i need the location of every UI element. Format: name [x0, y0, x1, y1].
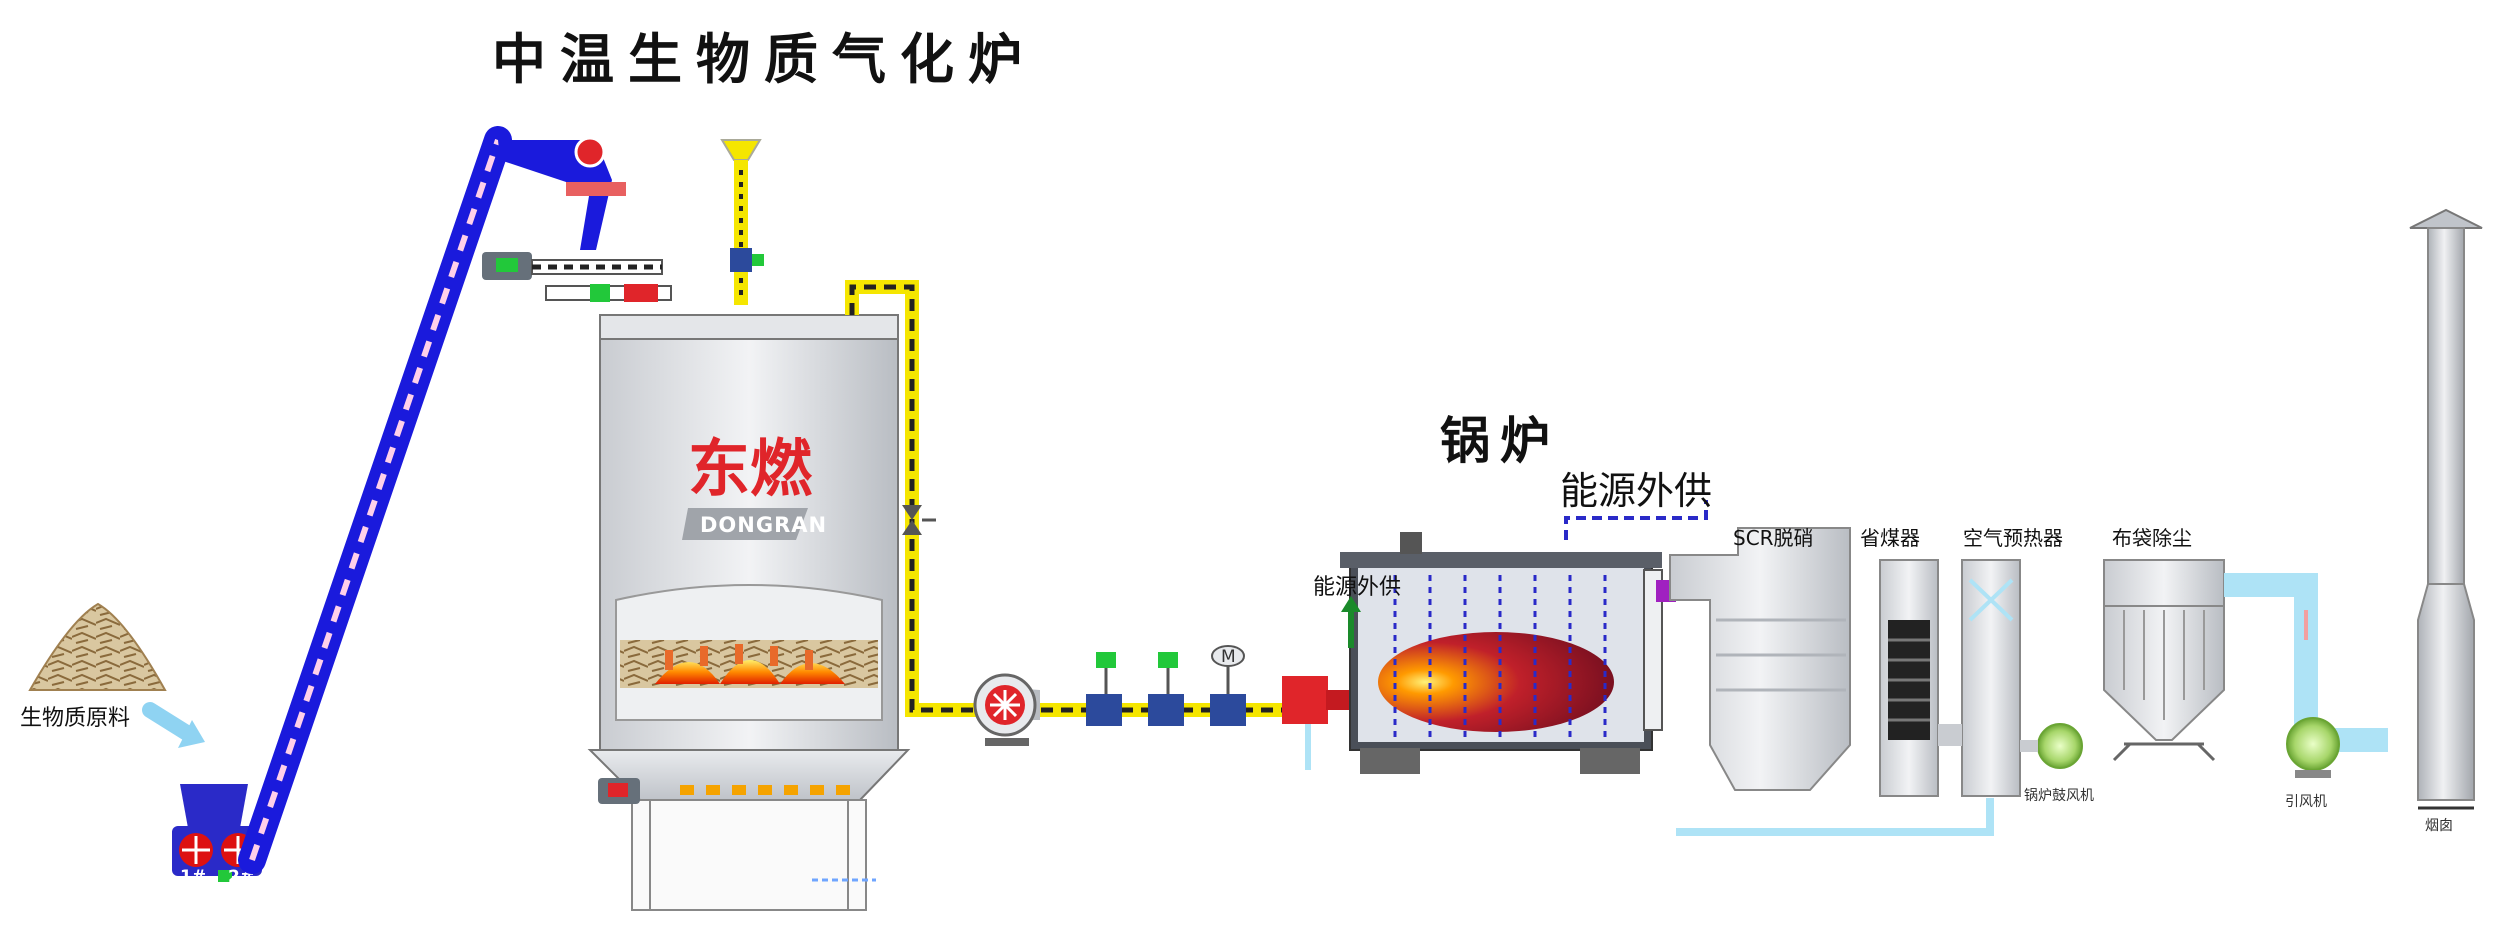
chimney: [2409, 208, 2483, 810]
energy-out-arrow: [1341, 596, 1361, 648]
label-bag-filter: 布袋除尘: [2112, 526, 2192, 550]
label-id-fan: 引风机: [2285, 794, 2327, 810]
energy-supply-small: 能源外供: [1313, 575, 1401, 600]
flue-duct: [2224, 573, 2438, 752]
burner: [1282, 676, 1350, 770]
scr-unit: [1669, 527, 1851, 791]
economizer: [1879, 559, 1939, 797]
brand-en: DONGRAN: [700, 513, 827, 537]
inclined-conveyor: [238, 126, 626, 874]
biomass-label: 生物质原料: [20, 706, 130, 731]
label-scr: SCR脱硝: [1733, 526, 1814, 550]
label-boiler-fan: 锅炉鼓风机: [2024, 788, 2094, 804]
label-chimney: 烟囱: [2425, 818, 2453, 834]
motor-label: M: [1221, 647, 1236, 667]
boiler-title: 锅炉: [1440, 412, 1560, 470]
flow-meter-1: [1086, 652, 1122, 726]
bag-filter: [2103, 559, 2225, 762]
air-preheater: [1938, 559, 2021, 797]
boiler-fan: [2020, 723, 2083, 769]
id-fan: [2286, 717, 2340, 778]
feed-arrow: [142, 702, 198, 743]
energy-supply: 能源外供: [1560, 469, 1712, 513]
brand-badge: [682, 508, 808, 540]
screw-feeder: [482, 252, 672, 302]
motor-valve: [1210, 645, 1246, 726]
gasifier: [587, 314, 911, 911]
top-vent-pipe: [720, 139, 764, 305]
biomass-pile: [28, 602, 167, 691]
label-economizer: 省煤器: [1860, 526, 1920, 550]
label-air-preheater: 空气预热器: [1963, 526, 2063, 550]
gas-blower: [973, 673, 1040, 746]
boiler: [1340, 532, 1676, 774]
feed-arrow-head: [178, 720, 205, 748]
air-return-line: [1676, 798, 1994, 836]
crusher-label-1: 1#: [180, 867, 206, 887]
flow-meter-2: [1148, 652, 1184, 726]
brand-name: 东燃: [688, 432, 813, 505]
page-title: 中温生物质气化炉: [492, 28, 1036, 91]
